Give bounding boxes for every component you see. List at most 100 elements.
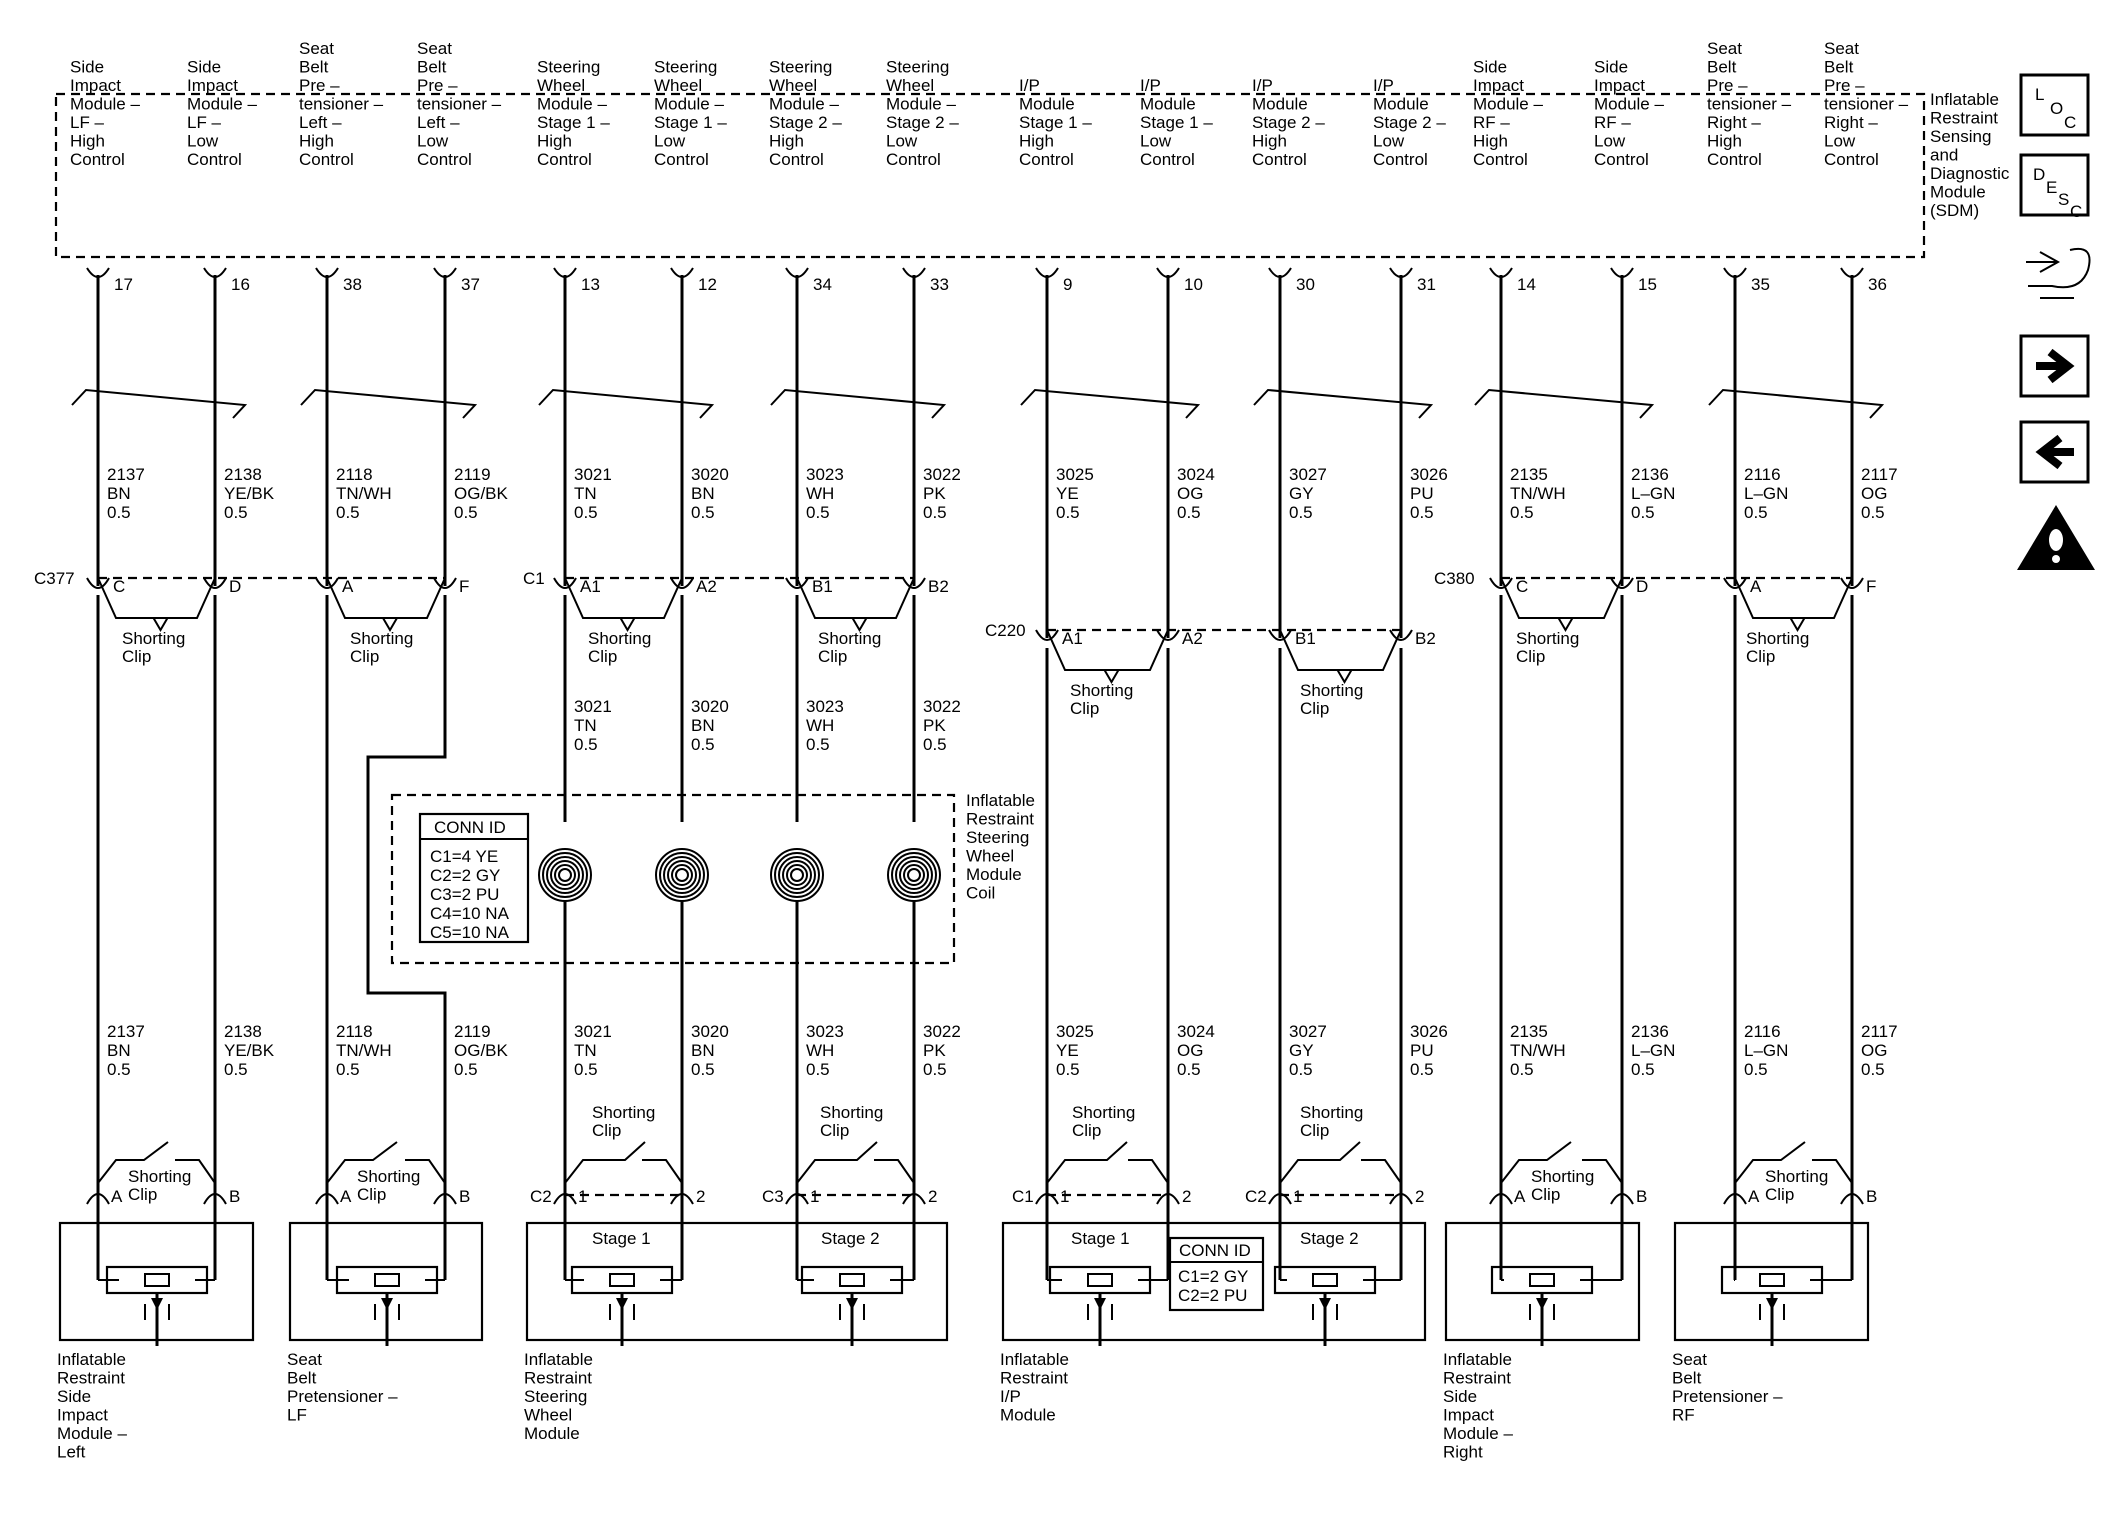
circuit-description: Control — [1594, 150, 1649, 169]
wire-label: 0.5 — [1056, 1060, 1080, 1079]
circuit-description: Stage 2 – — [1373, 113, 1446, 132]
sdm-pin-number: 35 — [1751, 275, 1770, 294]
ip-module-label: Restraint — [1000, 1369, 1068, 1388]
warning-dot[interactable] — [2052, 555, 2060, 563]
conn-id-row: C1=4 YE — [430, 847, 498, 866]
desc-letter: C — [2070, 202, 2082, 221]
connector-pin-label: D — [1636, 577, 1648, 596]
sdm-label: Sensing — [1930, 127, 1991, 146]
shorting-clip-label: Shorting — [1072, 1103, 1135, 1122]
sdm-pin-number: 38 — [343, 275, 362, 294]
circuit-description: Control — [299, 150, 354, 169]
wire-label: 0.5 — [1510, 503, 1534, 522]
twisted-pair-marker — [1020, 388, 1201, 419]
wire-label: 2117 — [1861, 1022, 1898, 1041]
sdm-label: Restraint — [1930, 109, 1998, 128]
wire-label: YE — [1056, 1041, 1079, 1060]
rf-side-impact-label: Inflatable — [1443, 1350, 1512, 1369]
arrow-right-icon[interactable] — [2019, 334, 2090, 398]
steering-wheel-module-label: Wheel — [524, 1406, 572, 1425]
shorting-clip-label: Clip — [1300, 699, 1329, 718]
sdm-label: and — [1930, 146, 1958, 165]
lf-side-impact-label: Left — [57, 1443, 86, 1462]
circuit-description: Control — [1824, 150, 1879, 169]
shorting-clip-label: Shorting — [357, 1167, 420, 1186]
ip-stage1-squib-arrow — [1094, 1298, 1106, 1310]
wire-label: TN — [574, 716, 597, 735]
sdm-pin-number: 15 — [1638, 275, 1657, 294]
wire-label: 2138 — [224, 1022, 262, 1041]
connector-hand-icon[interactable] — [2026, 248, 2091, 299]
wire-label: WH — [806, 1041, 834, 1060]
rf-side-impact-squib-arrow — [1536, 1298, 1548, 1310]
circuit-description: I/P — [1140, 76, 1161, 95]
rf-side-impact-label: Module – — [1443, 1424, 1513, 1443]
sdm-pin-number: 14 — [1517, 275, 1536, 294]
shorting-clip — [642, 1159, 683, 1184]
shorting-clip-label: Clip — [122, 647, 151, 666]
wire-label: 2119 — [454, 465, 491, 484]
wire-label: 0.5 — [1861, 1060, 1885, 1079]
location-icon[interactable]: LOC — [2019, 73, 2090, 137]
circuit-description: Stage 1 – — [654, 113, 727, 132]
wire-label: 2135 — [1510, 465, 1548, 484]
description-icon-frame[interactable] — [2019, 153, 2090, 217]
circuit-description: Low — [417, 132, 449, 151]
connector-pin-label: B2 — [928, 577, 949, 596]
wire-label: 0.5 — [691, 503, 715, 522]
shorting-clip-label: Shorting — [1516, 629, 1579, 648]
steering-stage1-squib — [570, 1265, 674, 1295]
circuit-description: Control — [70, 150, 125, 169]
arrow-left-icon[interactable] — [2019, 420, 2090, 484]
circuit-description: Seat — [1707, 39, 1742, 58]
device-pin-label: 1 — [1060, 1187, 1069, 1206]
coil-label: Inflatable — [966, 791, 1035, 810]
connector-hand-icon-glyph[interactable] — [2026, 248, 2091, 299]
wire-label: 0.5 — [107, 503, 131, 522]
wire-label: 0.5 — [574, 1060, 598, 1079]
arrow-left-glyph[interactable] — [2035, 434, 2074, 470]
wire-label: 3021 — [574, 697, 612, 716]
shorting-clip — [874, 1159, 915, 1184]
conn-id-row: C2=2 PU — [1178, 1286, 1247, 1305]
wire-label: OG/BK — [454, 1041, 509, 1060]
circuit-description: Impact — [1594, 76, 1645, 95]
wire-label: 0.5 — [1861, 503, 1885, 522]
warning-mark[interactable] — [2049, 529, 2063, 551]
lf-pretensioner-squib-arrow — [381, 1298, 393, 1310]
sdm-pin-number: 12 — [698, 275, 717, 294]
circuit-description: Seat — [417, 39, 452, 58]
wire-label: 0.5 — [806, 1060, 830, 1079]
wire-label: 0.5 — [1177, 503, 1201, 522]
location-icon-frame[interactable] — [2019, 73, 2090, 137]
sdm-pin-number: 16 — [231, 275, 250, 294]
shorting-clip-label: Clip — [1516, 647, 1545, 666]
warning-icon[interactable] — [2017, 505, 2095, 570]
wire-label: L–GN — [1631, 1041, 1675, 1060]
device-pin-label: 2 — [1182, 1187, 1191, 1206]
wire-label: 2119 — [454, 1022, 491, 1041]
circuit-description: Pre – — [1824, 76, 1865, 95]
arrow-right-glyph[interactable] — [2036, 348, 2075, 384]
wire-label: PU — [1410, 484, 1434, 503]
rf-pretensioner-squib — [1720, 1265, 1824, 1295]
wire-label: OG — [1177, 484, 1203, 503]
rf-side-impact-label: Restraint — [1443, 1369, 1511, 1388]
circuit-description: tensioner – — [299, 95, 384, 114]
coil-spiral — [886, 848, 941, 902]
wire-label: 3027 — [1289, 465, 1327, 484]
shorting-clip-label: Shorting — [128, 1167, 191, 1186]
connector-pin-label: B1 — [812, 577, 833, 596]
lf-pretensioner-squib-element — [374, 1273, 400, 1287]
arrow-right-icon-frame[interactable] — [2019, 334, 2090, 398]
circuit-description: Stage 2 – — [1252, 113, 1325, 132]
shorting-clip-label: Shorting — [1765, 1167, 1828, 1186]
circuit-description: Belt — [1707, 58, 1737, 77]
shorting-clip-label: Clip — [1072, 1121, 1101, 1140]
circuit-description: Module – — [654, 95, 724, 114]
shorting-clip-marker — [850, 617, 869, 632]
connector-pin-label: A1 — [580, 577, 601, 596]
ip-stage2-squib-arrow — [1319, 1298, 1331, 1310]
circuit-description: High — [1252, 132, 1287, 151]
